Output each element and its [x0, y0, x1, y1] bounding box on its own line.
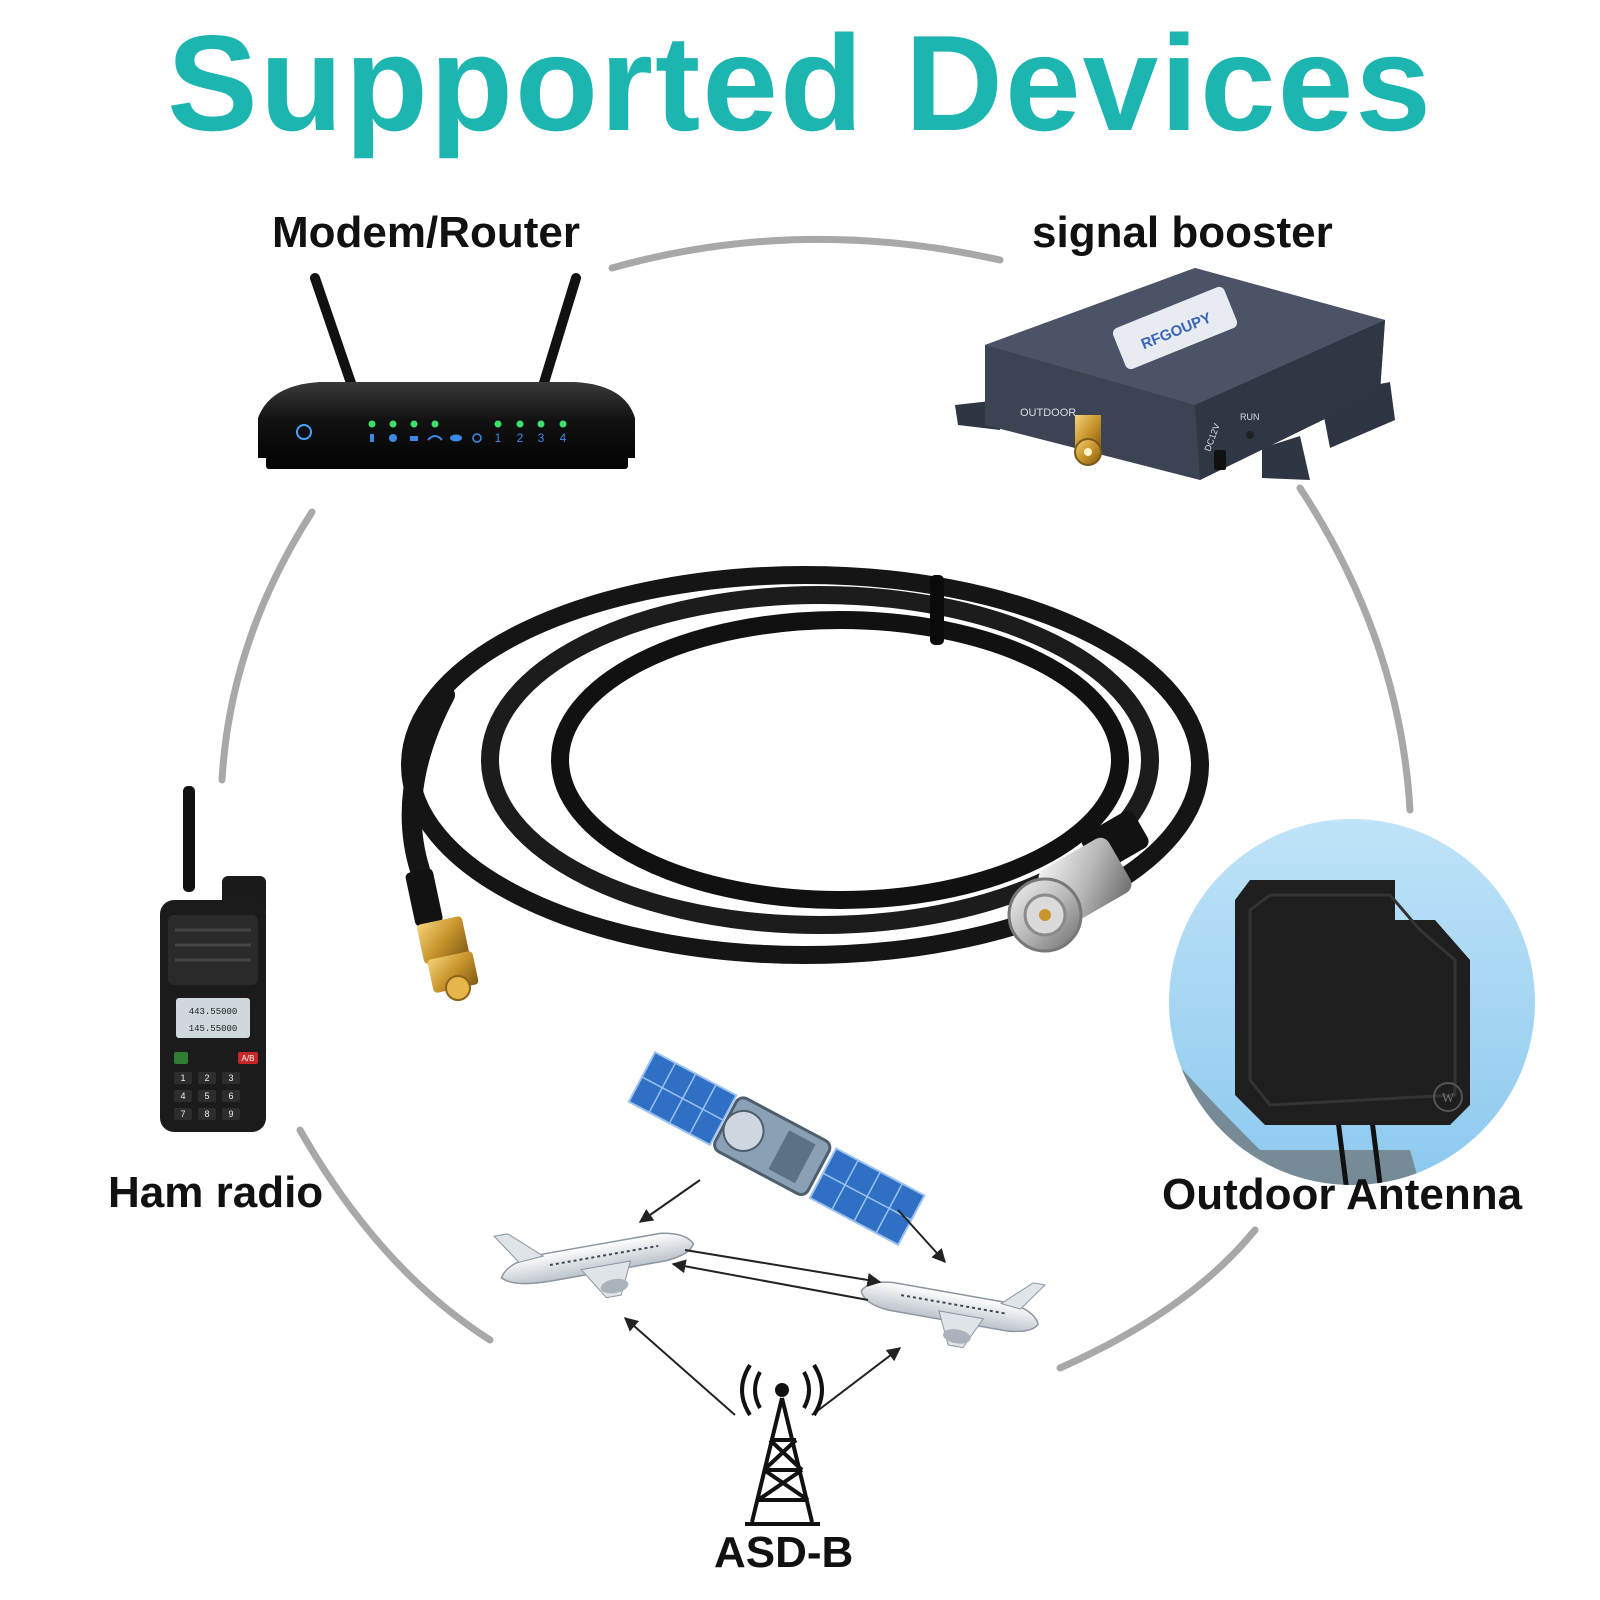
radio-key-2: 2 — [204, 1073, 209, 1083]
radio-key-4: 4 — [180, 1091, 185, 1101]
radio-display-line-1: 443.55000 — [189, 1007, 238, 1017]
sma-plug-icon — [405, 868, 479, 1001]
signal-arrows — [623, 1179, 946, 1416]
router-port-1: 1 — [495, 431, 502, 445]
panel-antenna-icon: W — [1169, 819, 1535, 1185]
radio-key-9: 9 — [228, 1109, 233, 1119]
ring-arc-bottom-left — [296, 1126, 494, 1344]
radio-key-ab: A/B — [242, 1054, 255, 1063]
router-port-2: 2 — [517, 431, 524, 445]
handheld-radio-icon: 443.55000 145.55000 A/B 1 2 3 4 5 6 7 8 … — [160, 786, 266, 1132]
label-modem-router: Modem/Router — [272, 208, 580, 257]
bnc-plug-icon — [1007, 810, 1149, 953]
connection-ring — [218, 235, 1414, 1372]
signal-booster-icon: RFGOUPY OUTDOOR DC12V RUN — [955, 268, 1395, 480]
ring-arc-left — [218, 508, 316, 784]
booster-led-run: RUN — [1240, 412, 1260, 422]
radio-key-6: 6 — [228, 1091, 233, 1101]
antenna-logo-letter: W — [1442, 1090, 1455, 1105]
airplane-icon — [493, 1232, 1047, 1349]
ring-arc-right — [1296, 484, 1414, 814]
sma-connector-icon — [1074, 415, 1102, 466]
booster-port-outdoor: OUTDOOR — [1020, 407, 1076, 419]
router-port-4: 4 — [560, 431, 567, 445]
radio-tower-icon — [740, 1363, 824, 1526]
radio-key-3: 3 — [228, 1073, 233, 1083]
ring-arc-bottom-right — [1056, 1226, 1259, 1372]
router-icon: 1 2 3 4 — [258, 273, 635, 469]
page-title: Supported Devices — [167, 7, 1433, 159]
label-outdoor-antenna: Outdoor Antenna — [1162, 1170, 1523, 1219]
ring-arc-top — [608, 235, 1004, 272]
radio-key-5: 5 — [204, 1091, 209, 1101]
radio-display-line-2: 145.55000 — [189, 1024, 238, 1034]
radio-key-8: 8 — [204, 1109, 209, 1119]
label-ham-radio: Ham radio — [108, 1168, 324, 1217]
label-signal-booster: signal booster — [1032, 208, 1333, 257]
label-asd-b: ASD-B — [714, 1528, 854, 1577]
satellite-icon — [627, 1050, 926, 1247]
radio-key-1: 1 — [180, 1073, 185, 1083]
radio-key-7: 7 — [180, 1109, 185, 1119]
router-port-3: 3 — [538, 431, 545, 445]
